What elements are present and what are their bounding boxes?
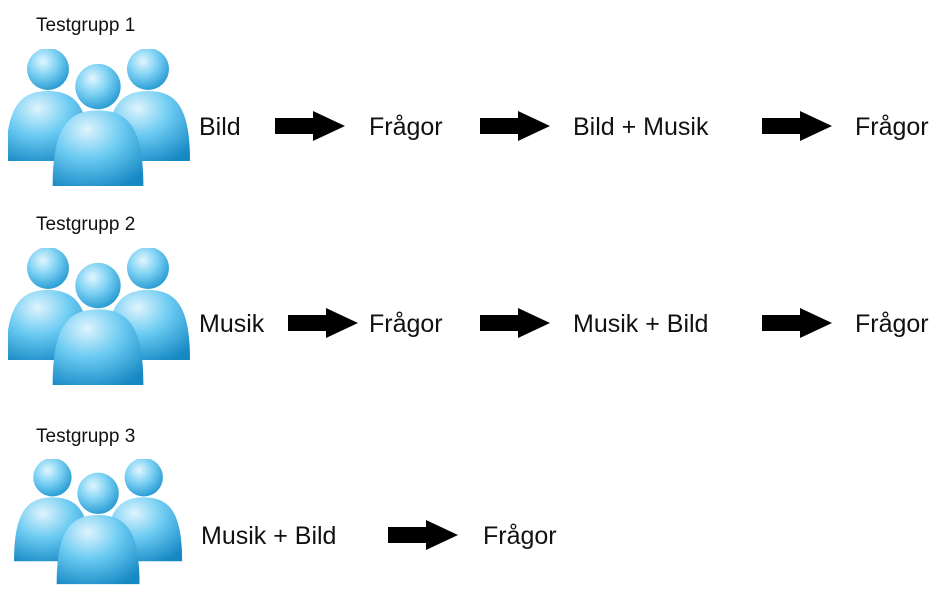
step-1: Musik <box>199 310 265 338</box>
step-4: Frågor <box>855 310 929 338</box>
group-label: Testgrupp 2 <box>36 214 136 235</box>
right-arrow-icon <box>480 308 550 338</box>
step-1: Musik + Bild <box>201 522 337 550</box>
step-2: Frågor <box>483 522 557 550</box>
test-group-1: Testgrupp 1 Bild Frågor Bild + Musik Frå… <box>0 15 941 205</box>
group-label: Testgrupp 3 <box>36 426 136 447</box>
step-4: Frågor <box>855 113 929 141</box>
test-group-2: Testgrupp 2 Musik Frågor Musik + Bild Fr… <box>0 214 941 404</box>
group-label: Testgrupp 1 <box>36 15 136 36</box>
right-arrow-icon <box>480 111 550 141</box>
step-1: Bild <box>199 113 241 141</box>
right-arrow-icon <box>288 308 358 338</box>
step-2: Frågor <box>369 310 443 338</box>
people-group-icon <box>8 248 190 398</box>
people-group-icon <box>8 459 190 596</box>
test-group-3: Testgrupp 3 Musik + Bild Frågor <box>0 426 941 596</box>
right-arrow-icon <box>275 111 345 141</box>
people-group-icon <box>8 49 190 199</box>
step-2: Frågor <box>369 113 443 141</box>
step-3: Musik + Bild <box>573 310 709 338</box>
right-arrow-icon <box>388 520 458 550</box>
step-3: Bild + Musik <box>573 113 709 141</box>
right-arrow-icon <box>762 308 832 338</box>
right-arrow-icon <box>762 111 832 141</box>
